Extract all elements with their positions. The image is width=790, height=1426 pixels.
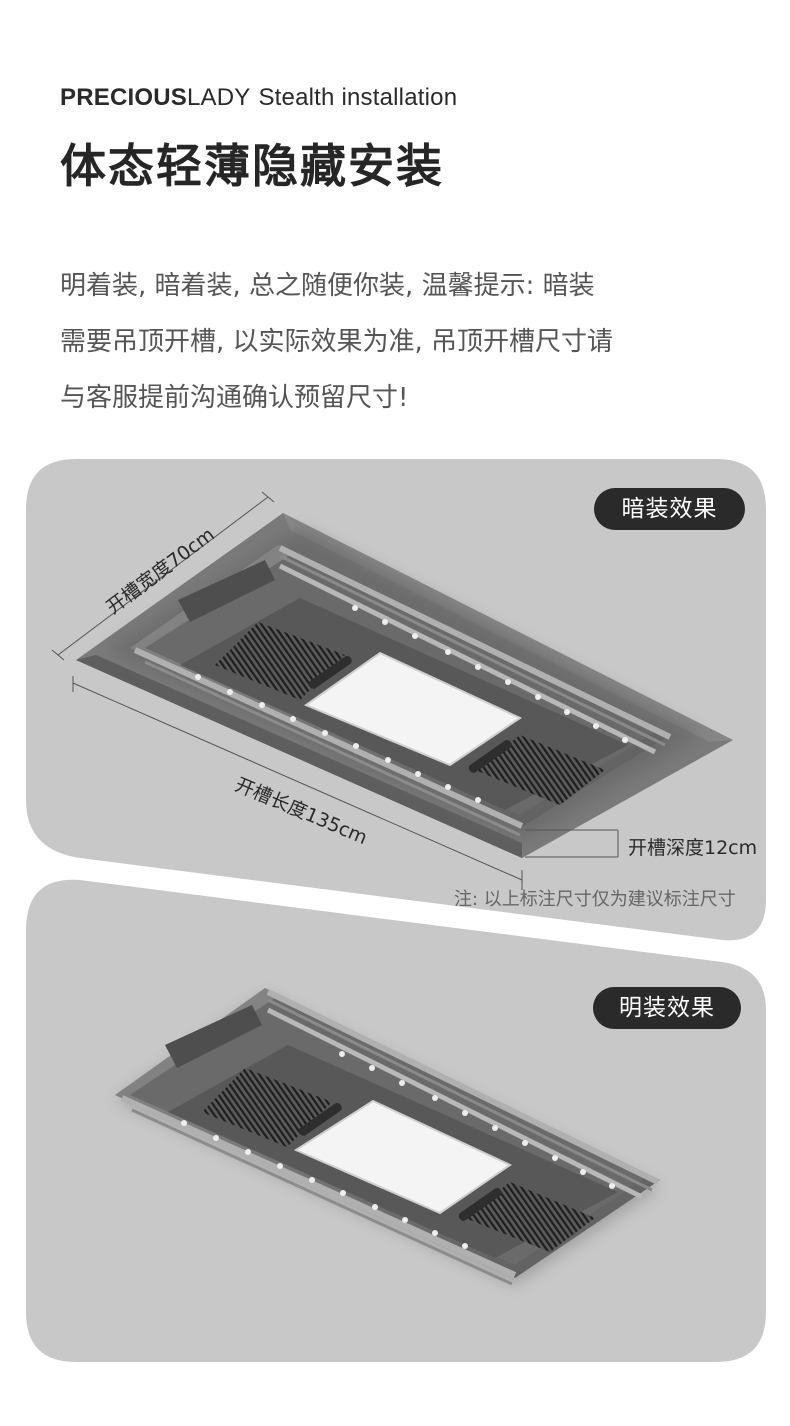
brand-subtitle: Stealth installation (258, 84, 458, 111)
brand-name-bold: PRECIOUS (60, 84, 187, 111)
brand-name-light: LADY (186, 84, 251, 111)
surface-effect-badge: 明装效果 (593, 987, 741, 1029)
surface-illustration (115, 988, 660, 1286)
intro-line: 需要吊顶开槽, 以实际效果为准, 吊顶开槽尺寸请 (60, 327, 614, 357)
slot-depth-label: 开槽深度12cm (628, 837, 758, 859)
recessed-effect-badge: 暗装效果 (594, 488, 745, 530)
recessed-illustration (51, 491, 733, 890)
intro-text: 明着装, 暗着装, 总之随便你装, 温馨提示: 暗装 需要吊顶开槽, 以实际效果… (60, 258, 740, 426)
intro-line: 明着装, 暗着装, 总之随便你装, 温馨提示: 暗装 (60, 271, 595, 301)
intro-line: 与客服提前沟通确认预留尺寸! (60, 383, 409, 413)
dimension-note: 注: 以上标注尺寸仅为建议标注尺寸 (454, 889, 736, 910)
clothes-rack-unit (130, 545, 672, 837)
brand-heading: PRECIOUSLADY Stealth installation (60, 84, 457, 112)
dimension-lines (51, 491, 619, 890)
page-title: 体态轻薄隐藏安装 (60, 139, 444, 193)
